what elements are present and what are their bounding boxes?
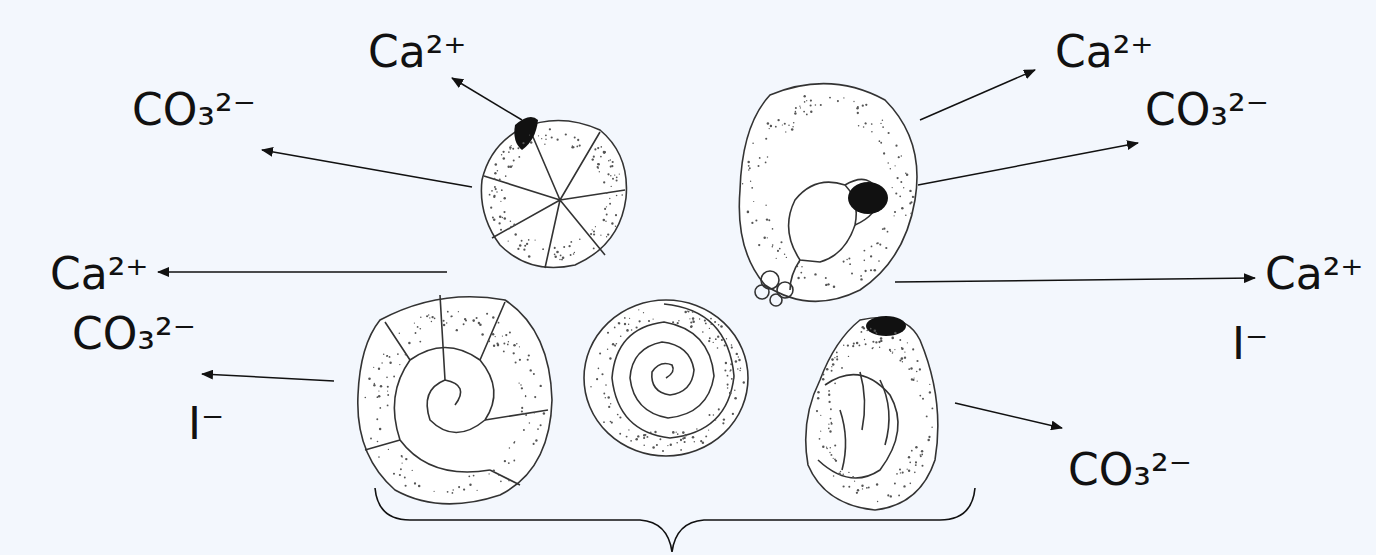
ion-label: CO₃²⁻ [72,312,196,356]
ion-label: I⁻ [1232,322,1268,366]
ion-label: Ca²⁺ [50,252,149,296]
ion-label: Ca²⁺ [1055,30,1154,74]
ion-label: Ca²⁺ [368,30,467,74]
ion-label: CO₃²⁻ [1068,448,1192,492]
ion-label: I⁻ [188,402,224,446]
ion-label: CO₃²⁻ [132,88,256,132]
ion-label: CO₃²⁻ [1145,88,1269,132]
ion-label: Ca²⁺ [1265,252,1364,296]
